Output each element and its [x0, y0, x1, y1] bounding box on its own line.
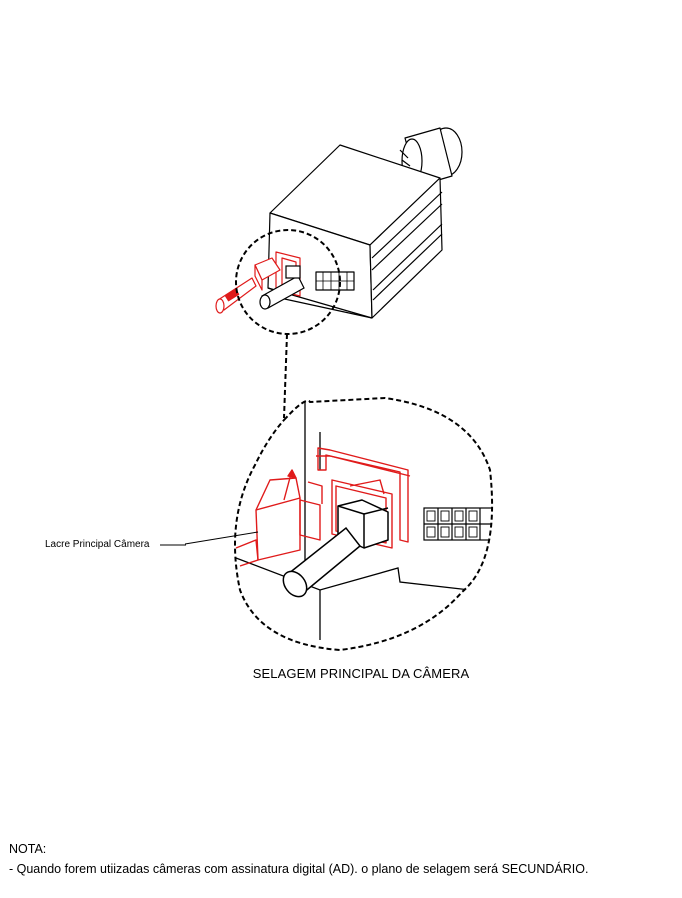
- figure-caption: SELAGEM PRINCIPAL DA CÂMERA: [252, 666, 470, 681]
- note-text: - Quando forem utiizadas câmeras com ass…: [9, 862, 589, 876]
- seal-callout-label: Lacre Principal Câmera: [45, 539, 150, 550]
- connector-icon: [423, 507, 493, 541]
- note-heading: NOTA:: [9, 842, 47, 856]
